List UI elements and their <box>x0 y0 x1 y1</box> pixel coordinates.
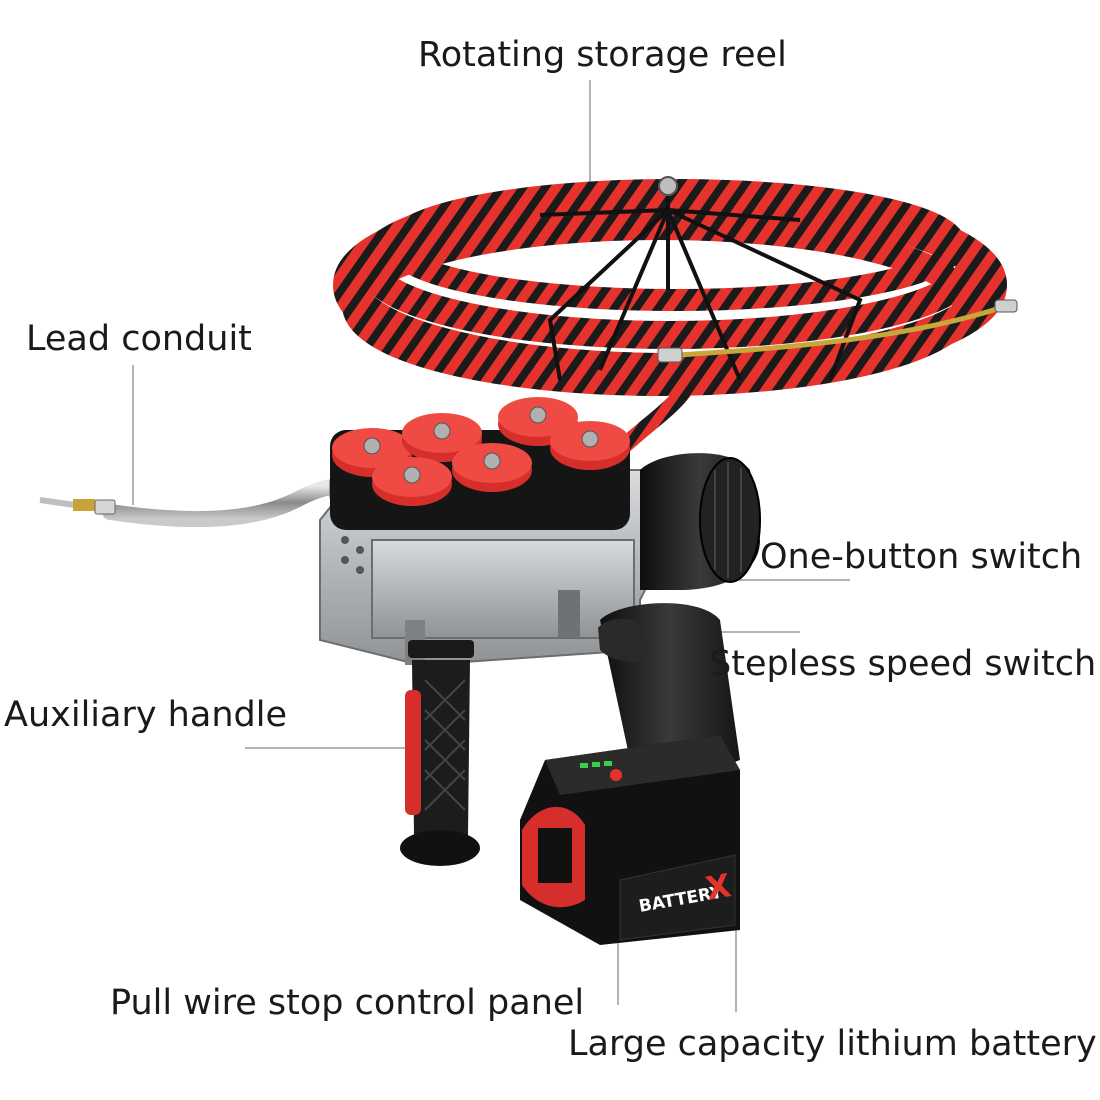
wire-tip <box>657 299 1018 363</box>
wire-feed <box>614 357 708 456</box>
label-stepless-speed-switch: Stepless speed switch <box>709 644 1097 684</box>
label-one-button-switch: One-button switch <box>760 537 1083 577</box>
label-pull-wire-stop-control-panel: Pull wire stop control panel <box>110 983 585 1023</box>
charge-indicator <box>580 761 622 781</box>
battery-pack: BATTERY X <box>520 735 740 945</box>
label-rotating-storage-reel: Rotating storage reel <box>418 35 787 75</box>
label-lead-conduit: Lead conduit <box>26 319 252 359</box>
label-auxiliary-handle: Auxiliary handle <box>4 695 287 735</box>
auxiliary-handle <box>400 640 480 866</box>
label-large-capacity-lithium-battery: Large capacity lithium battery <box>568 1024 1097 1064</box>
feed-rollers <box>332 397 630 506</box>
motor-housing <box>640 453 761 590</box>
lead-conduit <box>39 477 358 528</box>
